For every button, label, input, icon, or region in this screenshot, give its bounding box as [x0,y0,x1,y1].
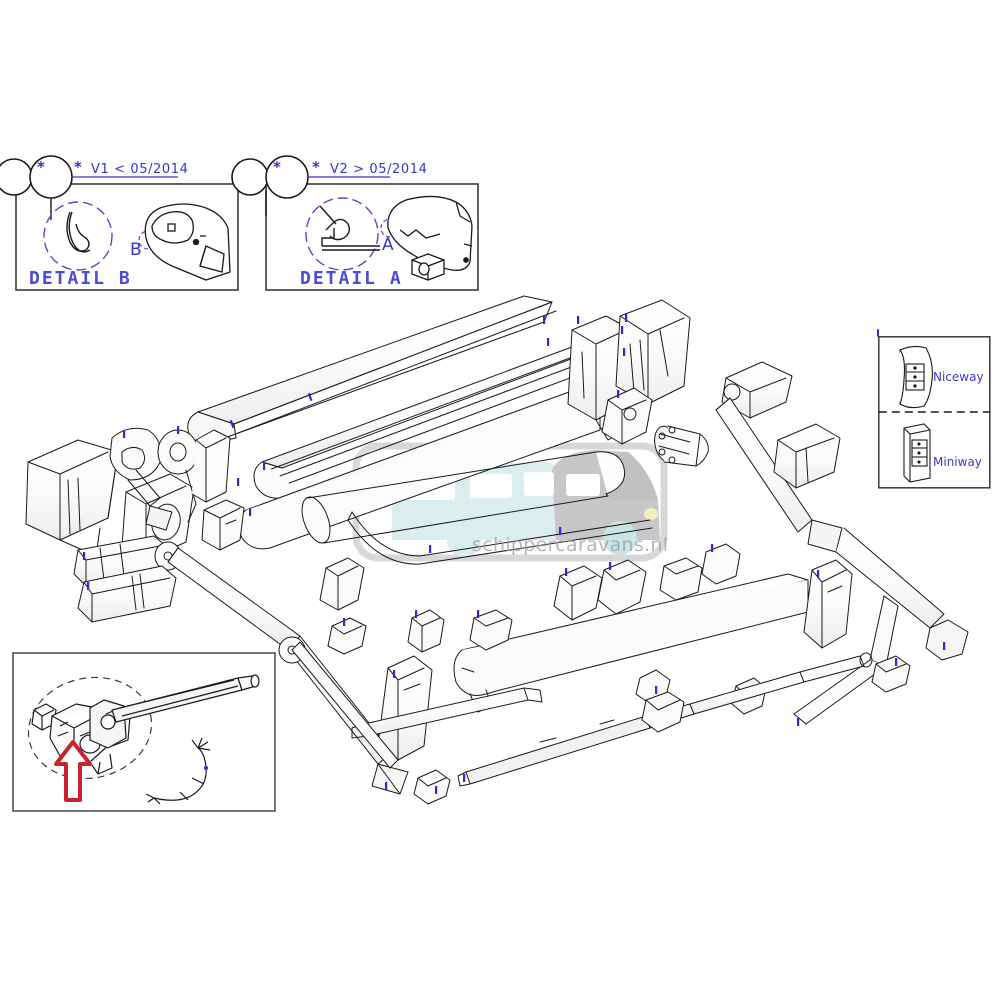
gear-disc [157,429,231,523]
gear-bracket-right [601,387,653,445]
ellipse-callout [27,676,153,780]
wall-bracket-a [201,499,245,551]
motor-barrel [77,565,177,623]
arm-shoulder-right [721,361,793,419]
control-panel-legend-box[interactable] [878,336,998,496]
end-cap-right-b [615,299,691,405]
fabric-roller [301,451,653,565]
motor-rotor [654,425,709,467]
arm-rod-pair [291,641,399,769]
detail-box-b[interactable] [0,150,500,310]
red-callout-arrow [54,740,92,802]
support-arm-upper-right [715,397,969,725]
motor-detail-box[interactable] [12,652,282,822]
tension-rafter [351,687,543,739]
end-cap-round-right [773,423,841,489]
side-bracket-right [803,559,853,649]
wiring-harness [145,737,211,805]
niceway-switch-icon [899,345,933,409]
rafter-connector [641,691,685,733]
lead-rail [453,573,809,713]
side-bracket-left [377,655,433,761]
miniway-switch-icon [903,423,931,483]
detail-box-a[interactable] [230,150,750,310]
